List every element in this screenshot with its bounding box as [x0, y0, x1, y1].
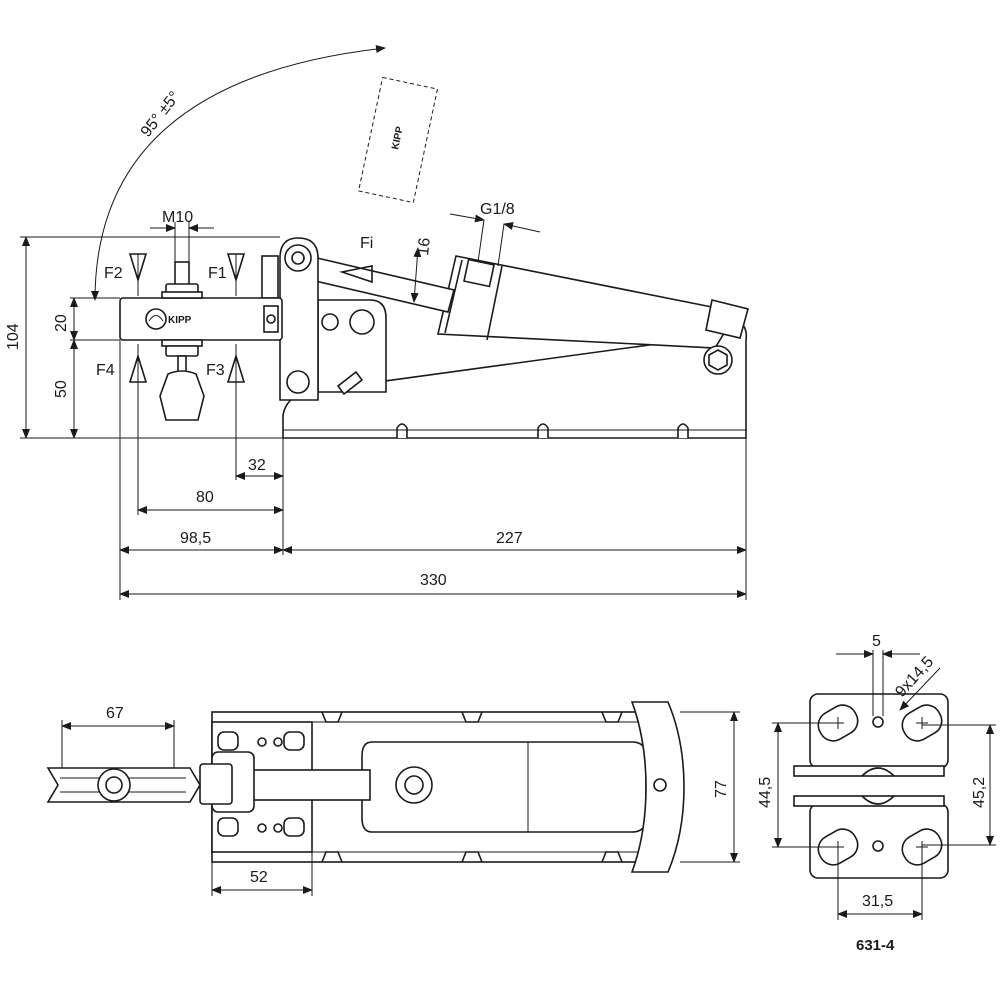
dim-52: 52: [250, 869, 268, 886]
threaded-spindle: [159, 261, 205, 421]
dim-50: 50: [53, 380, 70, 398]
side-dimensions: [20, 213, 747, 600]
top-rod: [231, 769, 371, 801]
swung-position: KIPP: [357, 76, 439, 204]
side-view: KIPP KIPP: [5, 45, 749, 600]
dim-20: 20: [53, 314, 70, 332]
svg-text:KIPP: KIPP: [168, 315, 192, 326]
dim-32: 32: [248, 457, 266, 474]
thread-label: M10: [162, 209, 193, 226]
dim-80: 80: [196, 489, 214, 506]
hex-bolt: [703, 345, 733, 375]
force-1-label: F1: [208, 265, 227, 282]
air-port: [463, 258, 495, 288]
force-3-label: F3: [206, 362, 225, 379]
dim-5: 5: [872, 633, 881, 650]
dim-227: 227: [496, 530, 523, 547]
dim-16: 16: [415, 237, 434, 257]
top-view: 67 52 77: [46, 701, 740, 896]
dim-31-5: 31,5: [862, 893, 893, 910]
force-arrows: [128, 253, 246, 383]
angle-arc: [91, 45, 386, 301]
cylinder-end-cap: [705, 299, 749, 339]
part-number: 631-4: [856, 937, 895, 954]
dim-45-2: 45,2: [971, 777, 988, 808]
clamp-bar: [119, 297, 283, 341]
dim-104: 104: [5, 323, 22, 350]
logo: KIPP: [145, 308, 192, 330]
force-2-label: F2: [104, 265, 123, 282]
top-dimensions: [61, 711, 740, 896]
arm-pad: [261, 255, 279, 299]
svg-text:KIPP: KIPP: [390, 125, 406, 150]
dim-98-5: 98,5: [180, 530, 211, 547]
force-4-label: F4: [96, 362, 115, 379]
dim-44-5: 44,5: [757, 777, 774, 808]
port-label: G1/8: [480, 201, 515, 218]
dim-330: 330: [420, 572, 447, 589]
end-dimensions: [772, 650, 996, 920]
end-view: 5 9x14,5 44,5 45,2 31,5 631-4: [757, 633, 996, 954]
force-i-label: Fi: [360, 235, 373, 252]
dim-67: 67: [106, 705, 124, 722]
top-studs: [321, 711, 623, 863]
top-end-cap: [630, 701, 685, 873]
base-studs: [396, 423, 689, 438]
dim-77: 77: [713, 780, 730, 798]
